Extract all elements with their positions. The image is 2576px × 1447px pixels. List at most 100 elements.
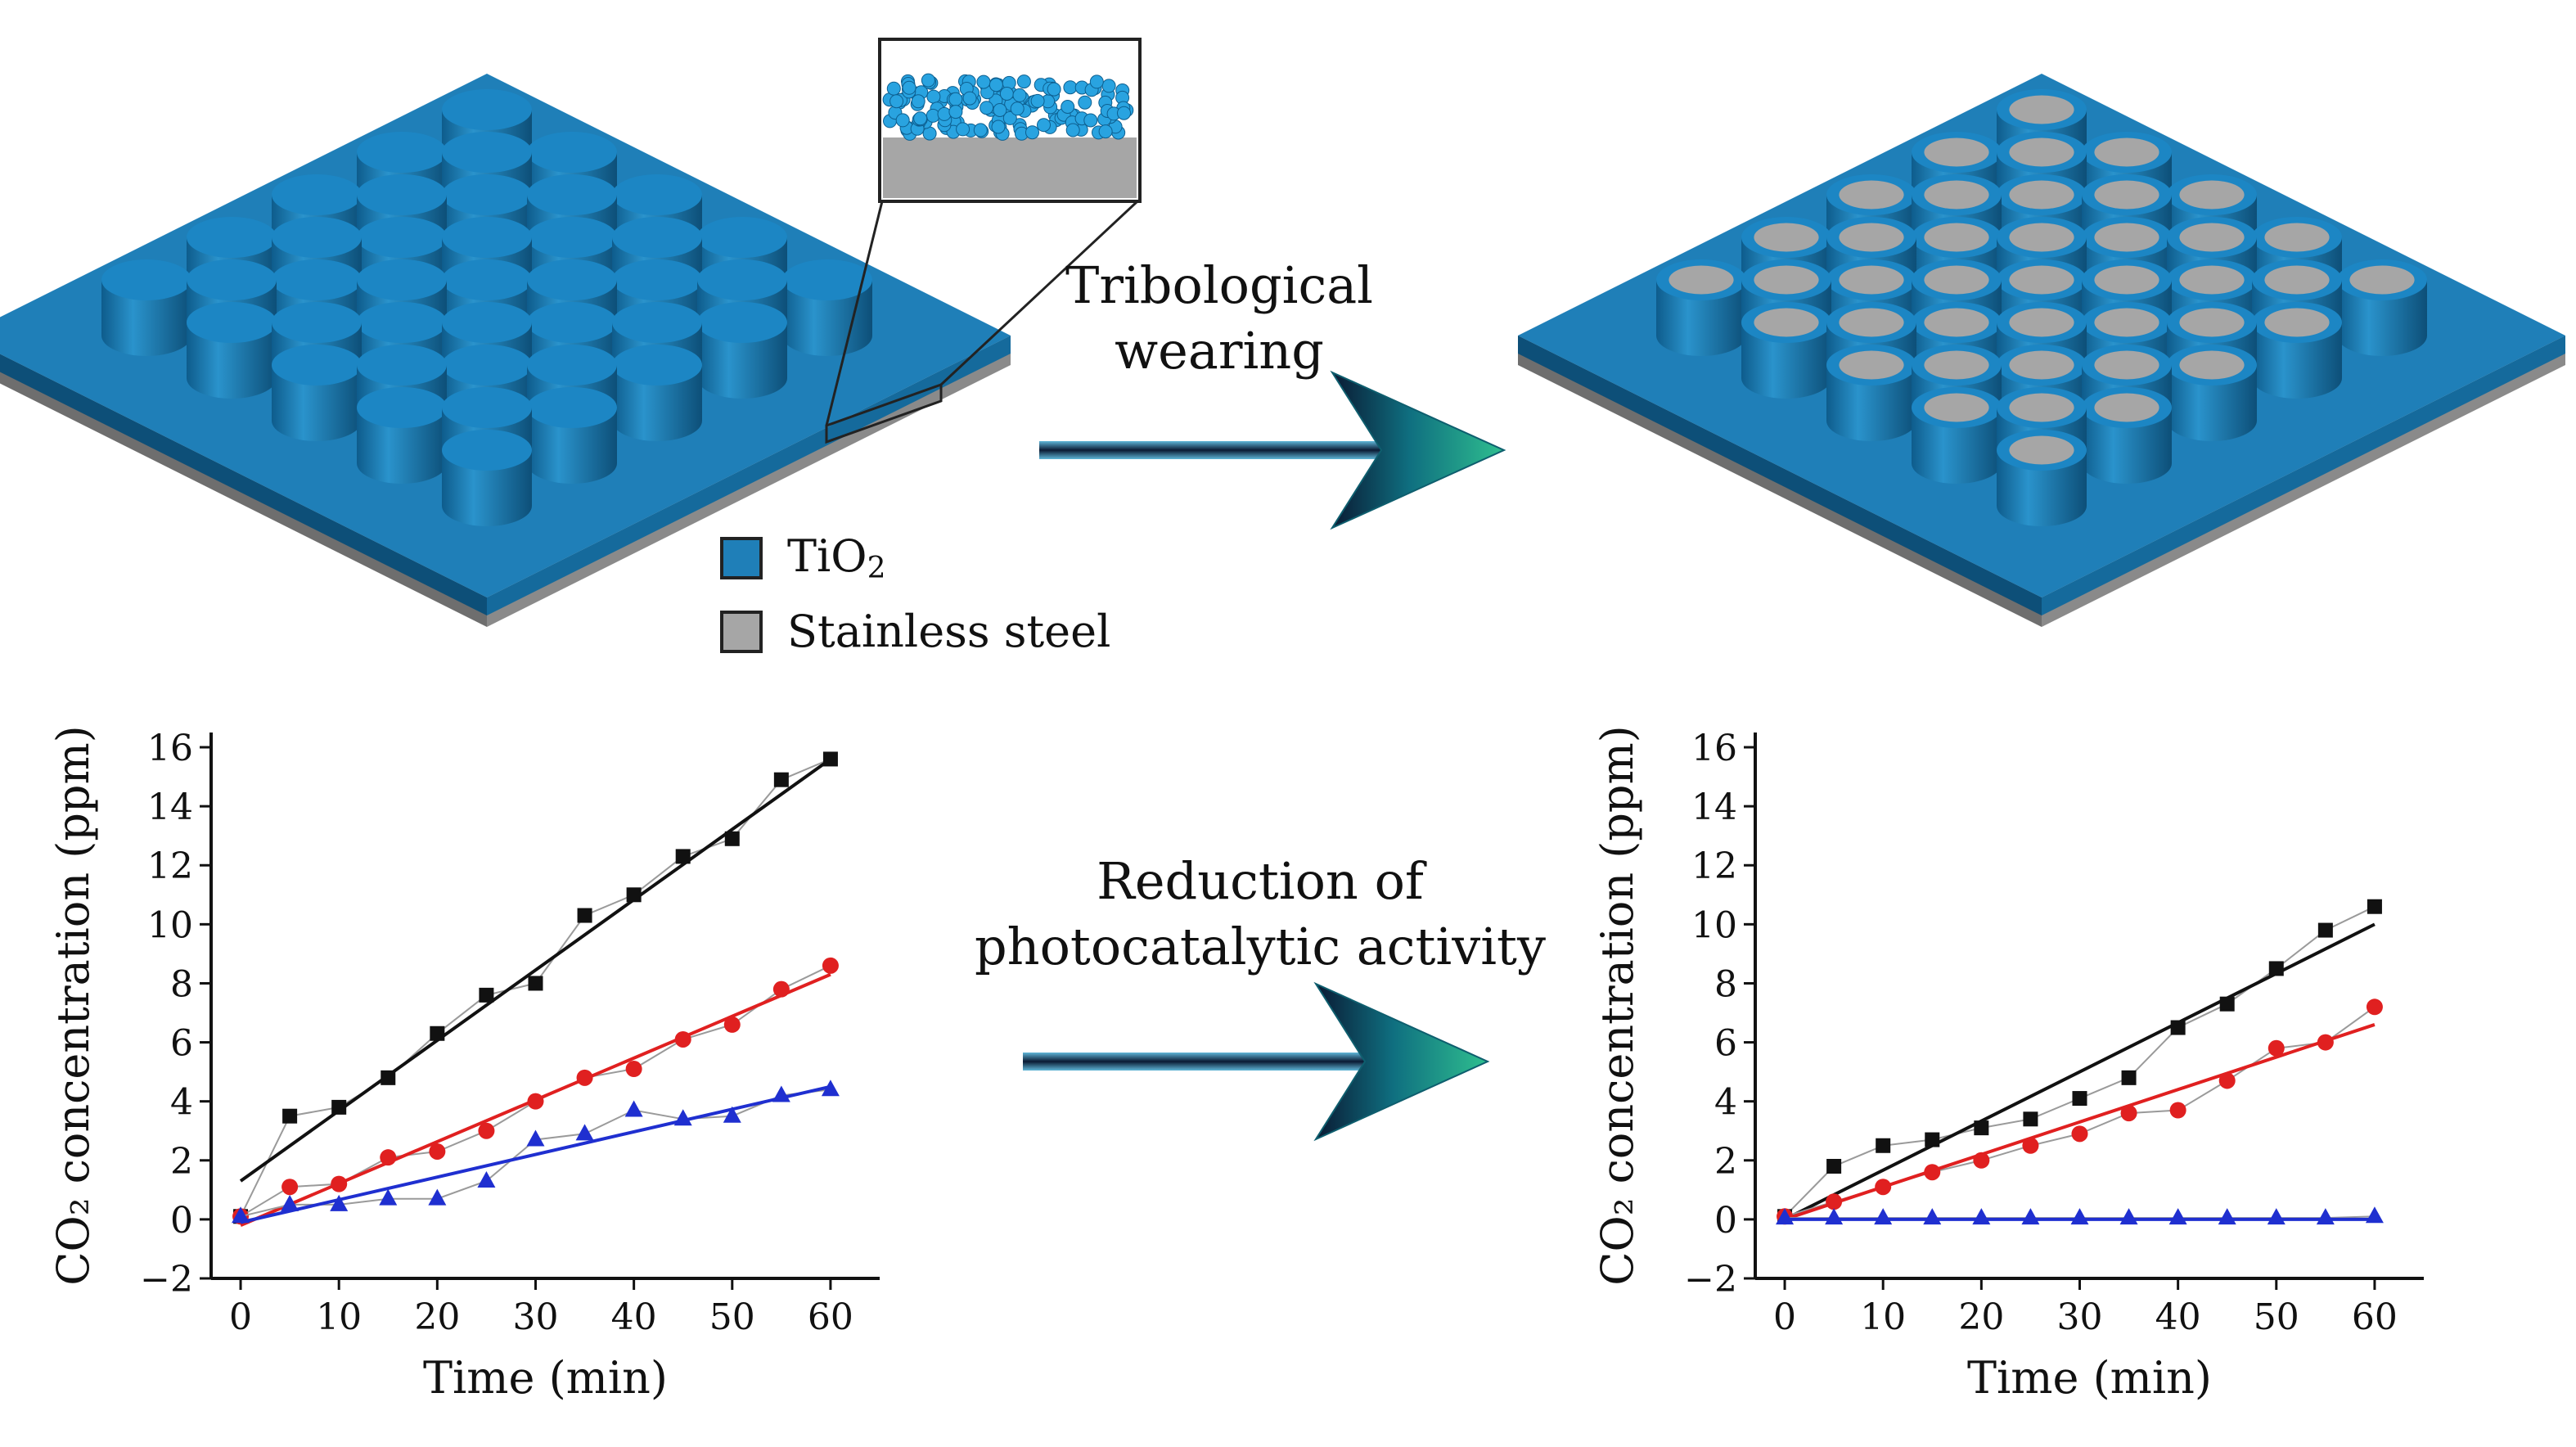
pillar-top — [357, 345, 447, 385]
pillar-top — [612, 302, 702, 343]
tio2-particle — [1101, 79, 1116, 93]
tio2-particle — [956, 122, 971, 137]
tio2-particle — [1117, 106, 1131, 120]
worn-steel-spot — [2179, 308, 2245, 337]
tio2-particle — [1078, 95, 1092, 110]
tio2-layer-left-face — [1518, 336, 2042, 615]
pillar-top — [527, 132, 617, 173]
data-point-triangle — [330, 1194, 349, 1211]
tio2-particle — [1098, 124, 1113, 139]
data-point-square — [1876, 1138, 1891, 1153]
tio2-particle — [1002, 110, 1017, 125]
worn-steel-spot — [1839, 223, 1904, 252]
data-point-circle — [2317, 1034, 2334, 1051]
data-point-triangle — [2267, 1208, 2286, 1225]
y-tick-label: 16 — [1691, 728, 1737, 769]
worn-steel-spot — [2009, 435, 2074, 465]
y-tick-label: 6 — [170, 1023, 193, 1065]
data-point-square — [331, 1099, 347, 1115]
x-axis-label: Time (min) — [1967, 1352, 2212, 1404]
y-axis-label: CO₂ concentration (ppm) — [47, 725, 99, 1286]
pillar-top — [527, 302, 617, 343]
tio2-particle — [922, 126, 937, 141]
data-point-circle — [331, 1175, 348, 1192]
worn-steel-spot — [2179, 350, 2245, 380]
arrow-bottom-label-line2: photocatalytic activity — [974, 917, 1546, 976]
pillar-top — [272, 174, 362, 215]
x-tick-label: 20 — [1958, 1296, 2004, 1338]
x-tick-label: 0 — [229, 1296, 252, 1338]
data-point-triangle — [477, 1171, 496, 1188]
pillar-top — [612, 217, 702, 258]
y-tick-label: 4 — [1714, 1082, 1737, 1124]
tio2-particle — [913, 111, 928, 126]
pillar-top — [187, 302, 277, 343]
pillar-top — [357, 217, 447, 258]
worn-steel-spot — [2009, 137, 2074, 167]
tio2-particle — [1061, 100, 1075, 114]
worn-steel-spot — [1924, 265, 1989, 295]
fit-line — [1784, 922, 2376, 1221]
legend-steel-label: Stainless steel — [787, 606, 1111, 657]
arrow-head — [1313, 981, 1490, 1142]
worn-steel-spot — [1924, 180, 1989, 210]
data-connector — [240, 964, 831, 1218]
data-point-triangle — [723, 1106, 741, 1123]
y-tick-label: 10 — [147, 904, 193, 946]
pillar — [101, 259, 191, 356]
pillar-top — [357, 387, 447, 428]
pillar-top — [442, 217, 532, 258]
tio2-particle — [989, 78, 1003, 92]
data-point-circle — [625, 1061, 642, 1078]
pillar-side — [2252, 322, 2342, 399]
data-point-square — [2023, 1111, 2038, 1127]
pillar-top — [442, 430, 532, 471]
pillar — [357, 387, 447, 484]
y-axis-label: CO₂ concentration (ppm) — [1592, 725, 1643, 1286]
tio2-particle — [1065, 123, 1080, 137]
worn-steel-spot — [1924, 137, 1989, 167]
arrow-shaft — [1023, 1053, 1439, 1071]
data-point-triangle — [821, 1080, 840, 1097]
pillar-top — [442, 345, 532, 385]
data-point-square — [479, 987, 494, 1003]
tio2-particle — [1047, 82, 1061, 97]
pillar-side — [697, 322, 787, 399]
data-point-circle — [2268, 1039, 2285, 1057]
tio2-particle — [1063, 80, 1078, 95]
pillar — [612, 345, 702, 441]
x-axis-label: Time (min) — [423, 1352, 668, 1404]
data-point-triangle — [1923, 1208, 1942, 1225]
data-point-square — [528, 976, 543, 991]
data-point-circle — [1826, 1193, 1843, 1210]
series-square — [233, 751, 838, 1224]
tio2-particle — [1016, 74, 1031, 89]
data-point-square — [282, 1108, 298, 1124]
x-tick-label: 60 — [2352, 1296, 2398, 1338]
data-point-triangle — [2316, 1208, 2335, 1225]
tio2-particle — [937, 106, 952, 121]
legend-tio2-label: TiO2 — [787, 530, 886, 585]
pillar — [2337, 259, 2427, 356]
worn-steel-spot — [1754, 308, 1819, 337]
pillar-top — [101, 259, 191, 300]
worn-steel-spot — [2009, 223, 2074, 252]
data-point-square — [1826, 1158, 1842, 1174]
tio2-particle — [926, 89, 941, 104]
tio2-particle — [1037, 118, 1051, 133]
data-point-square — [2268, 961, 2284, 976]
data-point-circle — [2022, 1137, 2039, 1154]
arrow-head — [1330, 370, 1506, 530]
x-tick-label: 50 — [2254, 1296, 2299, 1338]
worn-steel-spot — [2094, 180, 2159, 210]
series-circle — [1777, 998, 2383, 1225]
pillar-side — [782, 280, 872, 356]
pillar-top — [442, 387, 532, 428]
data-point-circle — [2120, 1105, 2137, 1122]
x-tick-label: 10 — [1860, 1296, 1906, 1338]
worn-steel-spot — [2179, 180, 2245, 210]
data-point-triangle — [2021, 1208, 2040, 1225]
data-point-triangle — [2070, 1208, 2089, 1225]
pillar-top — [272, 259, 362, 300]
